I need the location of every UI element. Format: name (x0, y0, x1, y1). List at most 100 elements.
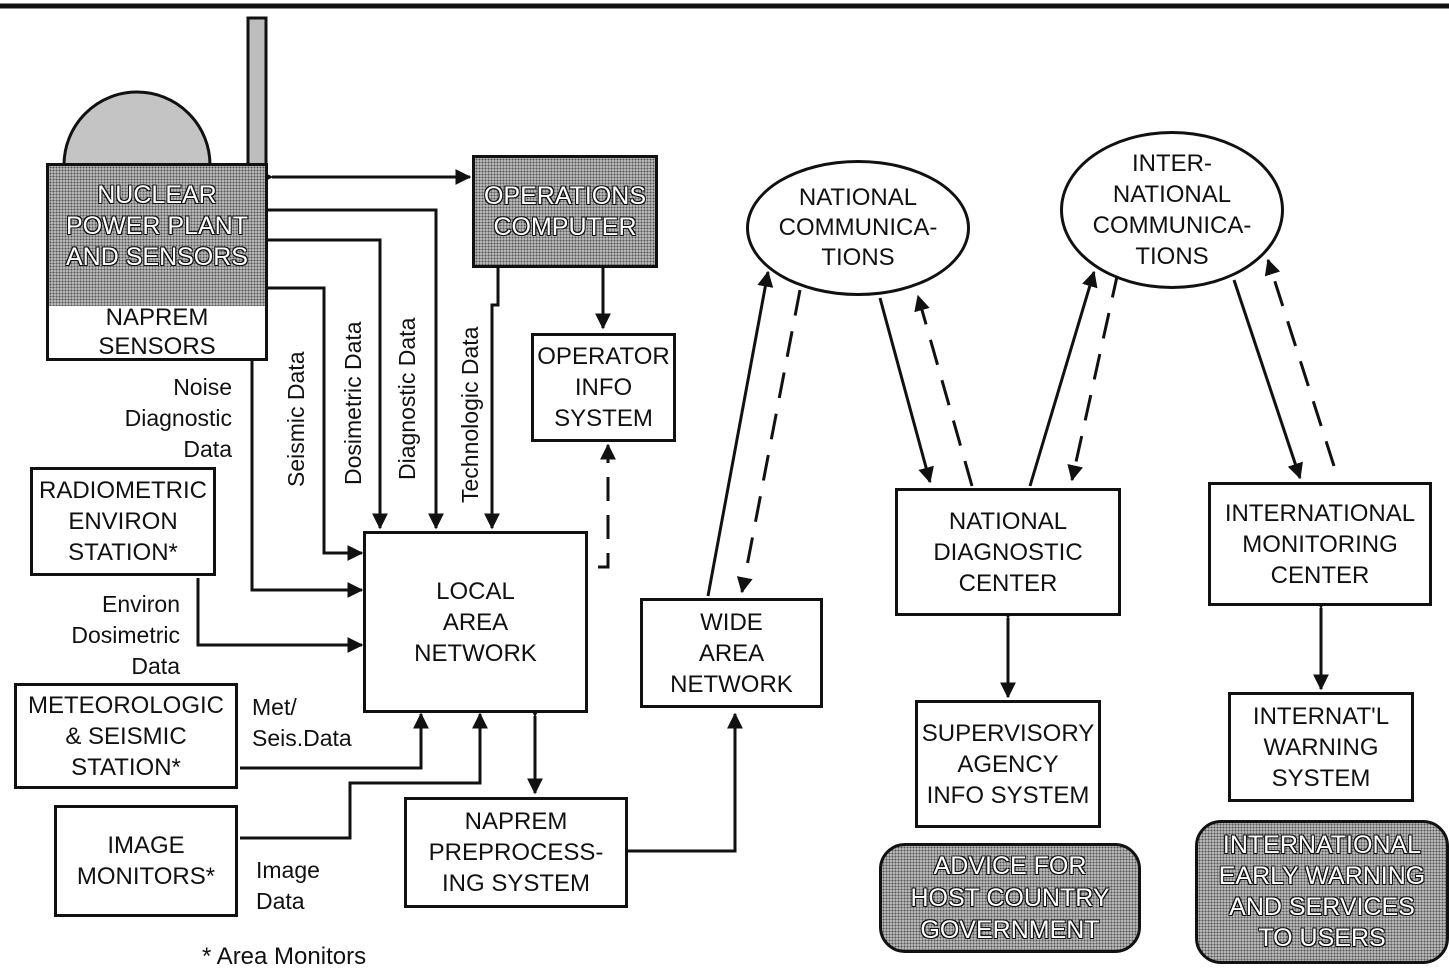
preproc-line: NAPREM (464, 808, 568, 835)
intlcomm-line: COMMUNICA- (1092, 212, 1252, 239)
image-data-line (240, 712, 488, 840)
intlmon-line: MONITORING (1242, 530, 1398, 558)
natdiag-line: CENTER (958, 569, 1058, 597)
radiometric-line: STATION* (68, 539, 178, 566)
natdiag-to-natcomm-dashed (914, 294, 974, 487)
environ-label-line: Data (131, 653, 180, 679)
npp-label-line: NUCLEAR (97, 181, 217, 209)
intlearly-line: AND SERVICES (1229, 893, 1415, 921)
ops-computer-line: COMPUTER (493, 212, 637, 241)
operations-computer-box: OPERATIONS COMPUTER (472, 155, 658, 268)
seismic-data-label: Seismic Data (283, 351, 309, 487)
metseis-label-line: Met/ (252, 694, 297, 720)
intlmon-to-intlcomm-dashed (1264, 258, 1336, 467)
diagnostic-data-line (268, 208, 444, 530)
natcomm-line: NATIONAL (798, 184, 918, 211)
international-communications-node: INTER- NATIONAL COMMUNICA- TIONS (1060, 131, 1284, 289)
lan-line: AREA (442, 608, 509, 636)
intlearly-line: INTERNATIONAL (1222, 831, 1422, 859)
naprem-sensors-line: NAPREM (105, 304, 209, 331)
intlearly-line: EARLY WARNING (1218, 862, 1426, 890)
ops-computer-line: OPERATIONS (483, 181, 647, 210)
image-data-label: Image Data (256, 855, 320, 917)
metseis-data-line (240, 712, 429, 770)
preproc-to-wan (628, 712, 743, 853)
supervisory-agency-box: SUPERVISORY AGENCY INFO SYSTEM (915, 700, 1101, 828)
intlmon-line: CENTER (1270, 561, 1370, 589)
wan-line: NETWORK (670, 670, 793, 698)
radiometric-line: RADIOMETRIC (39, 477, 207, 504)
operator-info-box: OPERATOR INFO SYSTEM (531, 333, 676, 442)
nuclear-power-plant-box: NUCLEAR POWER PLANT AND SENSORS (46, 163, 268, 309)
wan-line: WIDE (700, 608, 763, 636)
natdiag-line: DIAGNOSTIC (933, 538, 1083, 566)
advice-host-country-box: ADVICE FOR HOST COUNTRY GOVERNMENT (879, 843, 1141, 953)
radiometric-station-box: RADIOMETRIC ENVIRON STATION* (30, 467, 216, 576)
environ-label-line: Environ (102, 591, 180, 617)
natcomm-line: COMMUNICA- (778, 214, 938, 241)
supervisory-line: AGENCY (957, 750, 1059, 778)
supervisory-line: SUPERVISORY (921, 719, 1095, 747)
meteorologic-line: & SEISMIC (65, 722, 187, 750)
national-communications-node: NATIONAL COMMUNICA- TIONS (746, 160, 970, 296)
npp-label-line: AND SENSORS (66, 243, 248, 271)
diagnostic-data-label: Diagnostic Data (394, 317, 420, 480)
technologic-data-label: Technologic Data (457, 326, 483, 503)
npp-label-line: POWER PLANT (66, 212, 248, 240)
intlcomm-line: TIONS (1135, 243, 1209, 270)
environ-data-line (196, 578, 364, 653)
image-monitors-box: IMAGE MONITORS* (54, 805, 238, 917)
intlcomm-line: NATIONAL (1112, 181, 1232, 208)
noise-label-line: Diagnostic (124, 405, 232, 431)
environ-label-line: Dosimetric (71, 622, 180, 648)
image-monitors-line: MONITORS* (76, 863, 216, 890)
lan-to-operator-dashed (598, 443, 616, 569)
dosimetric-data-label: Dosimetric Data (340, 321, 366, 485)
image-data-label-line: Data (256, 888, 305, 914)
preproc-line: ING SYSTEM (441, 870, 591, 897)
naprem-sensors-line: SENSORS (98, 333, 216, 360)
plant-stack (246, 16, 268, 168)
operator-info-line: OPERATOR (537, 343, 670, 370)
environ-dosimetric-label: Environ Dosimetric Data (10, 589, 180, 682)
natcomm-to-wan-dashed (736, 289, 802, 594)
noise-diagnostic-label: Noise Diagnostic Data (60, 372, 232, 465)
seismic-data-line (268, 286, 364, 561)
international-warning-box: INTERNAT'L WARNING SYSTEM (1228, 692, 1414, 802)
intlwarn-line: SYSTEM (1271, 764, 1371, 792)
area-monitors-footnote: * Area Monitors (202, 943, 367, 970)
naprem-sensors-box: NAPREM SENSORS (46, 304, 268, 361)
operator-info-line: SYSTEM (554, 405, 653, 432)
natdiag-line: NATIONAL (948, 507, 1068, 535)
image-monitors-line: IMAGE (107, 832, 185, 859)
metseis-label-line: Seis.Data (252, 725, 352, 751)
intlearly-line: TO USERS (1258, 924, 1386, 952)
intlcomm-line: INTER- (1132, 150, 1212, 177)
supervisory-line: INFO SYSTEM (926, 781, 1090, 809)
intlmon-line: INTERNATIONAL (1224, 499, 1416, 527)
meteorologic-line: METEOROLOGIC (27, 691, 225, 719)
plant-dome (62, 90, 212, 167)
meteorologic-station-box: METEOROLOGIC & SEISMIC STATION* (14, 683, 238, 789)
local-area-network-box: LOCAL AREA NETWORK (363, 531, 588, 713)
intlcomm-to-intlmon (1232, 279, 1303, 480)
naprem-preprocessing-box: NAPREM PREPROCESS- ING SYSTEM (404, 797, 628, 908)
radiometric-line: ENVIRON (68, 508, 178, 535)
technologic-data-line (484, 265, 500, 530)
met-seis-data-label: Met/ Seis.Data (252, 692, 352, 754)
lan-line: NETWORK (414, 639, 537, 667)
image-data-label-line: Image (256, 857, 320, 883)
dosimetric-data-line (268, 238, 388, 530)
international-monitoring-center-box: INTERNATIONAL MONITORING CENTER (1208, 482, 1432, 606)
natcomm-to-natdiag (878, 297, 934, 484)
natcomm-line: TIONS (821, 244, 895, 271)
intlwarn-line: WARNING (1263, 733, 1379, 761)
advice-line: HOST COUNTRY (910, 884, 1110, 912)
advice-line: GOVERNMENT (920, 916, 1100, 944)
advice-line: ADVICE FOR (933, 852, 1087, 880)
national-diagnostic-center-box: NATIONAL DIAGNOSTIC CENTER (895, 488, 1121, 616)
wan-to-natcomm (706, 270, 774, 597)
operator-info-line: INFO (574, 374, 633, 401)
noise-label-line: Data (183, 436, 232, 462)
